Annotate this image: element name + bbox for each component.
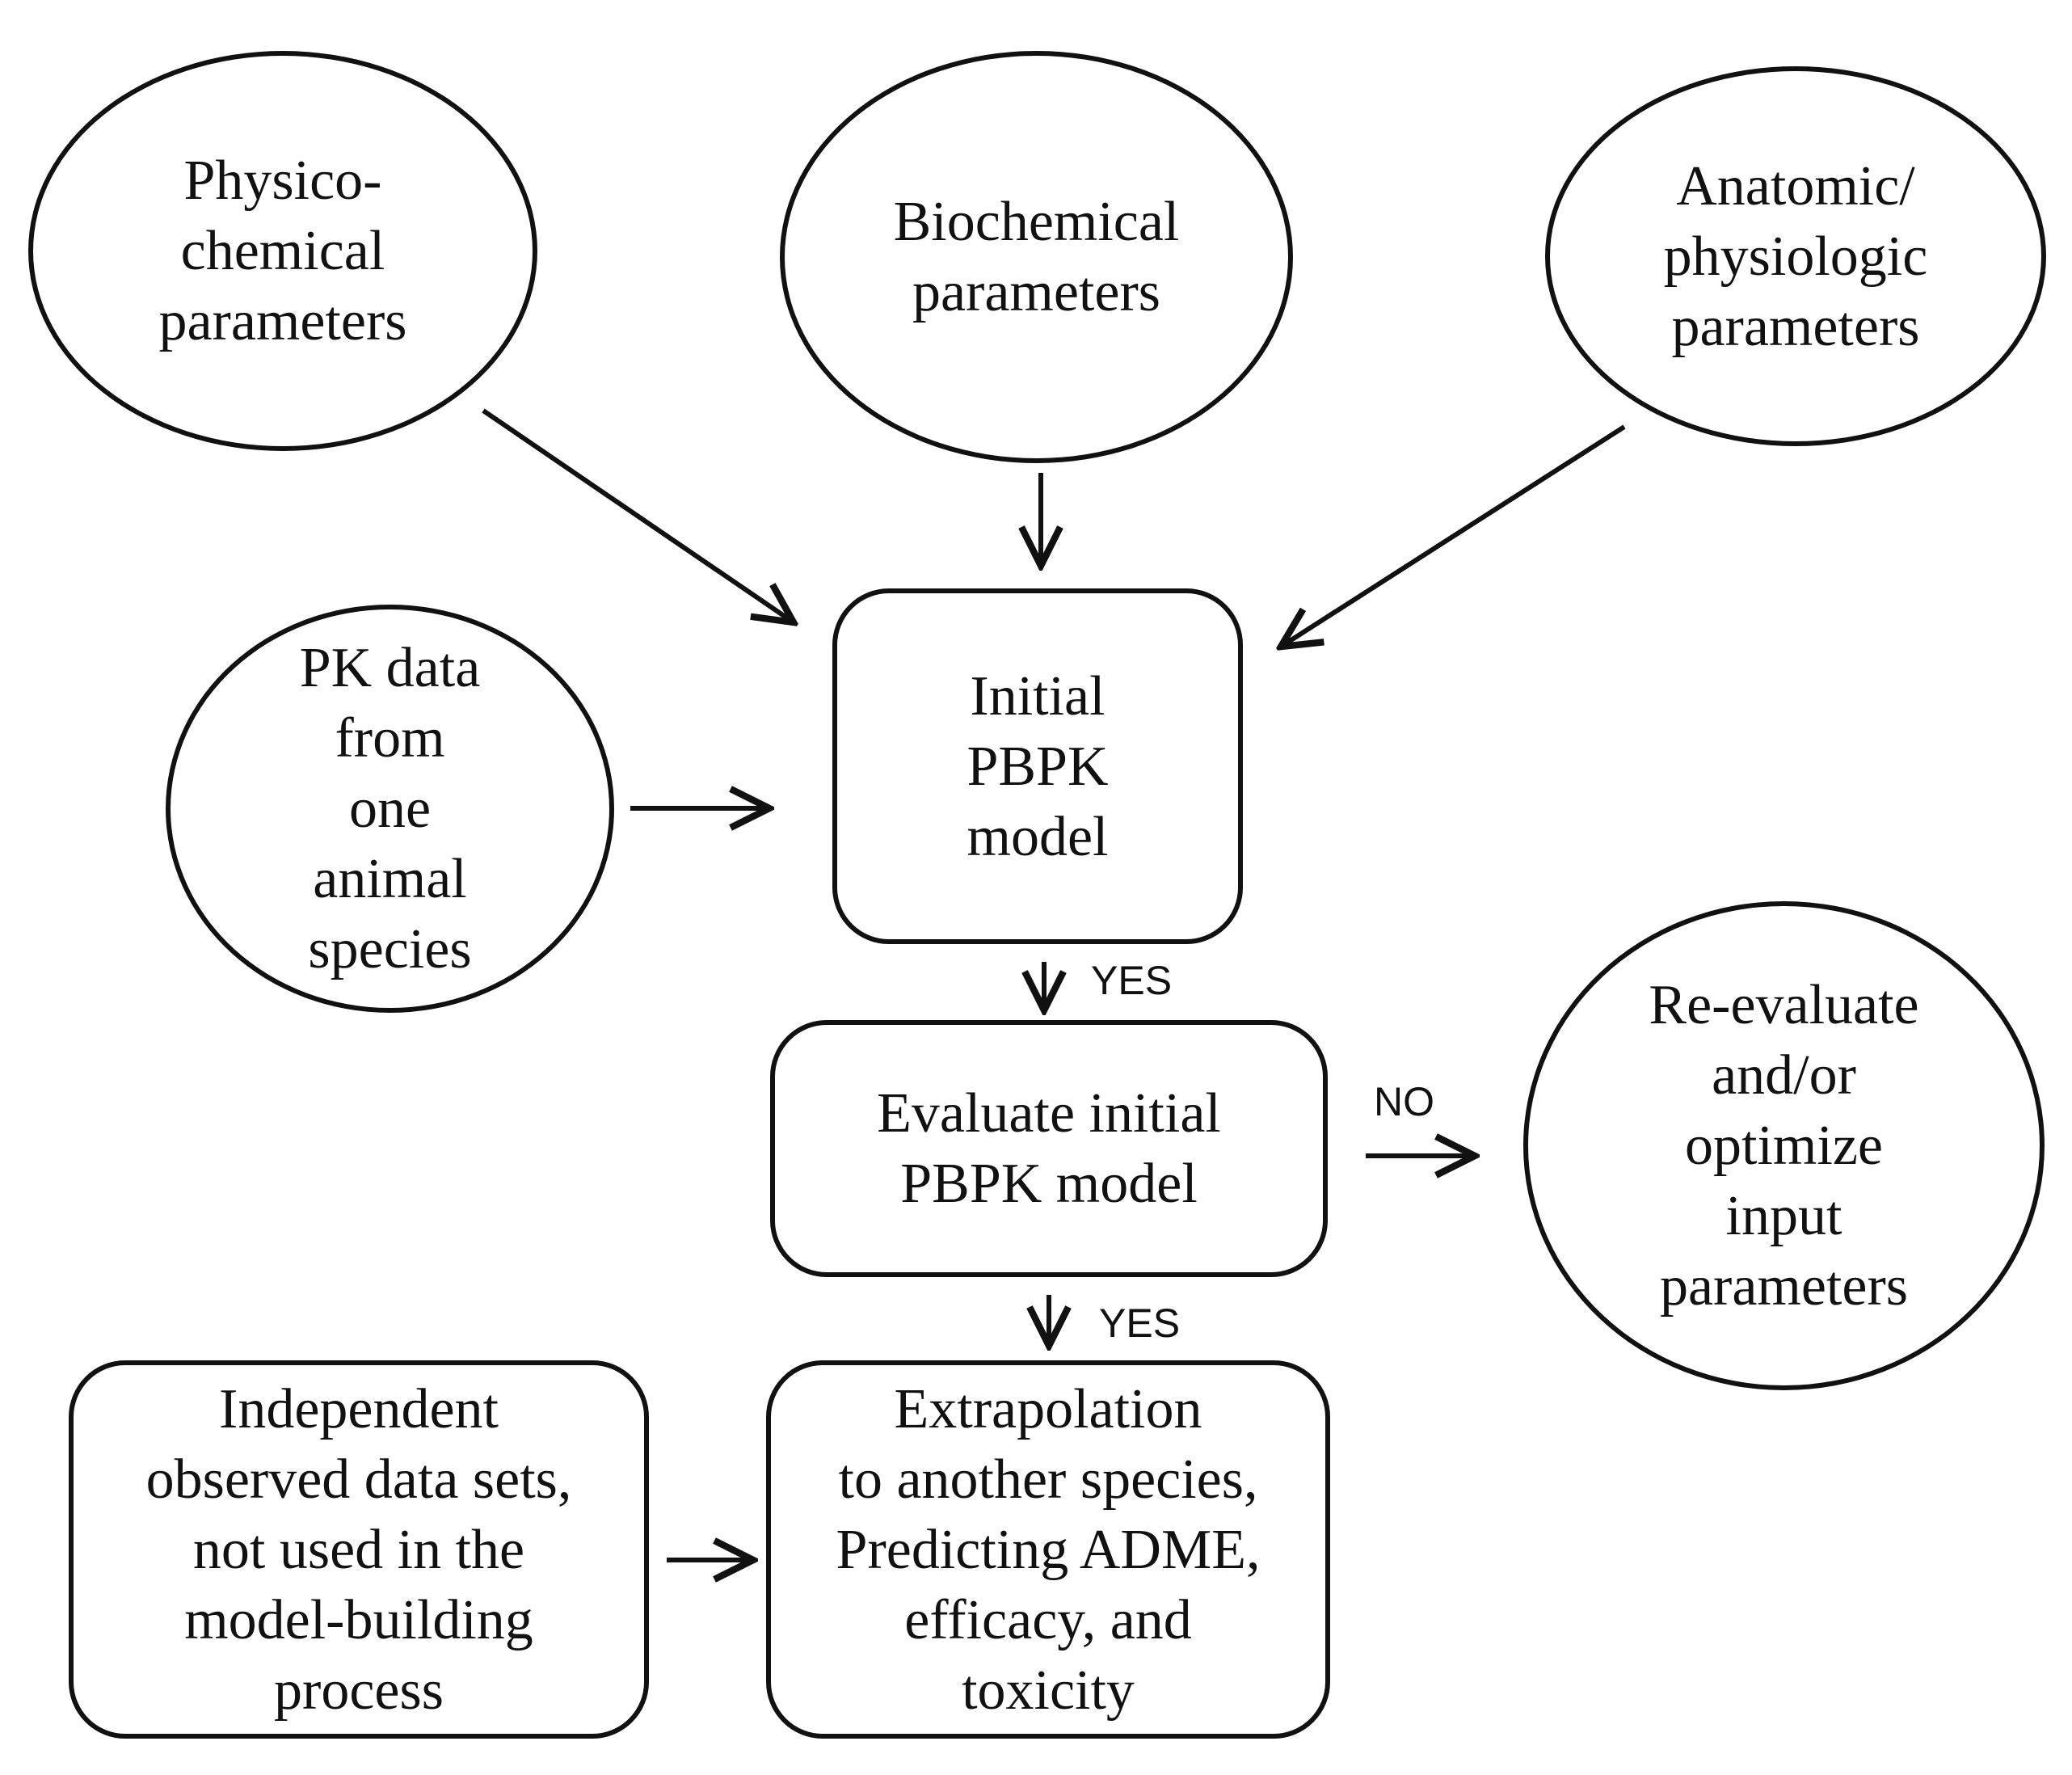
node-line: from — [335, 707, 445, 769]
node-line: Evaluate initial — [877, 1082, 1221, 1145]
biochemical-parameters-node: Biochemical parameters — [780, 51, 1293, 463]
node-line: PBPK model — [900, 1153, 1198, 1215]
node-line: model-building — [184, 1588, 533, 1651]
node-line: toxicity — [962, 1659, 1135, 1722]
extrapolation-node: Extrapolation to another species, Predic… — [766, 1360, 1330, 1739]
node-line: observed data sets, — [145, 1448, 572, 1511]
arrow-physicochemical-to-initial — [482, 408, 794, 622]
node-line: to another species, — [838, 1448, 1258, 1511]
node-line: PBPK — [967, 735, 1109, 798]
node-line: parameters — [1671, 295, 1920, 358]
biochemical-text: Biochemical parameters — [894, 187, 1180, 327]
yes-label-1: YES — [1091, 958, 1173, 1003]
physicochemical-parameters-node: Physico- chemical parameters — [28, 51, 537, 451]
node-line: animal — [313, 848, 467, 910]
evaluate-text: Evaluate initial PBPK model — [877, 1078, 1221, 1219]
node-line: chemical — [180, 220, 385, 282]
initial-pbpk-model-node: Initial PBPK model — [832, 588, 1243, 944]
node-line: parameters — [912, 261, 1161, 323]
node-line: species — [308, 918, 472, 980]
node-line: Extrapolation — [894, 1377, 1202, 1440]
node-line: Initial — [970, 664, 1105, 727]
node-line: model — [967, 805, 1109, 868]
node-line: parameters — [158, 290, 407, 352]
node-line: Re-evaluate — [1649, 974, 1919, 1036]
reevaluate-optimize-node: Re-evaluate and/or optimize input parame… — [1523, 901, 2045, 1390]
physicochemical-text: Physico- chemical parameters — [158, 145, 406, 356]
node-line: Independent — [219, 1377, 499, 1440]
anatomic-physiologic-parameters-node: Anatomic/ physiologic parameters — [1545, 66, 2046, 446]
pk-data-node: PK data from one animal species — [166, 605, 614, 1013]
node-line: not used in the — [192, 1518, 525, 1581]
extrapolation-text: Extrapolation to another species, Predic… — [836, 1374, 1261, 1726]
reevaluate-text: Re-evaluate and/or optimize input parame… — [1649, 970, 1918, 1322]
node-line: input — [1725, 1185, 1842, 1247]
pk-data-text: PK data from one animal species — [300, 633, 481, 984]
node-line: PK data — [299, 637, 481, 699]
independent-text: Independent observed data sets, not used… — [146, 1374, 572, 1726]
arrow-anatomic-to-initial — [1281, 424, 1626, 647]
node-line: Physico- — [183, 150, 382, 212]
node-line: efficacy, and — [904, 1588, 1192, 1651]
initial-model-text: Initial PBPK model — [967, 661, 1108, 872]
node-line: one — [348, 778, 432, 840]
node-line: parameters — [1659, 1255, 1909, 1318]
node-line: Anatomic/ — [1676, 154, 1915, 217]
node-line: process — [274, 1659, 444, 1722]
anatomic-text: Anatomic/ physiologic parameters — [1664, 151, 1928, 362]
no-label: NO — [1374, 1079, 1434, 1124]
evaluate-initial-pbpk-model-node: Evaluate initial PBPK model — [770, 1020, 1328, 1277]
node-line: and/or — [1712, 1044, 1856, 1107]
node-line: physiologic — [1663, 225, 1928, 288]
node-line: Predicting ADME, — [836, 1518, 1261, 1581]
node-line: Biochemical — [893, 191, 1180, 253]
node-line: optimize — [1685, 1115, 1883, 1177]
independent-data-sets-node: Independent observed data sets, not used… — [69, 1360, 649, 1739]
yes-label-2: YES — [1099, 1301, 1181, 1346]
